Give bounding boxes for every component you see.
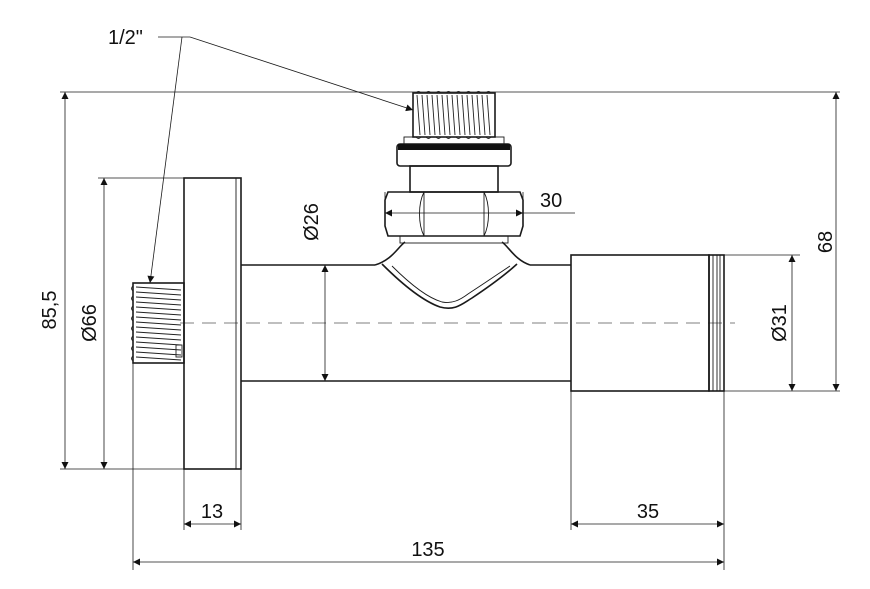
- hex-nut: [384, 191, 524, 244]
- thread-size-label: 1/2": [108, 27, 143, 49]
- right-sleeve: [570, 254, 725, 392]
- overall-length-label: 135: [411, 539, 444, 561]
- extension-lines: [60, 91, 840, 570]
- nut-width-label: 30: [540, 190, 562, 212]
- valve-body: [241, 241, 571, 382]
- flange-diameter-label: Ø66: [79, 304, 101, 342]
- thread-leader-lines: [147, 36, 414, 284]
- top-collar: [396, 136, 512, 193]
- left-thread: [131, 282, 185, 364]
- top-thread: [412, 91, 496, 139]
- flange-thickness-label: 13: [201, 501, 223, 523]
- body-diameter-label: Ø26: [301, 203, 323, 241]
- dimension-lines: [61, 92, 840, 566]
- sleeve-diameter-label: Ø31: [769, 304, 791, 342]
- sleeve-length-label: 35: [637, 501, 659, 523]
- wall-flange: [183, 177, 242, 470]
- right-height-label: 68: [815, 231, 837, 253]
- overall-height-label: 85,5: [39, 291, 61, 330]
